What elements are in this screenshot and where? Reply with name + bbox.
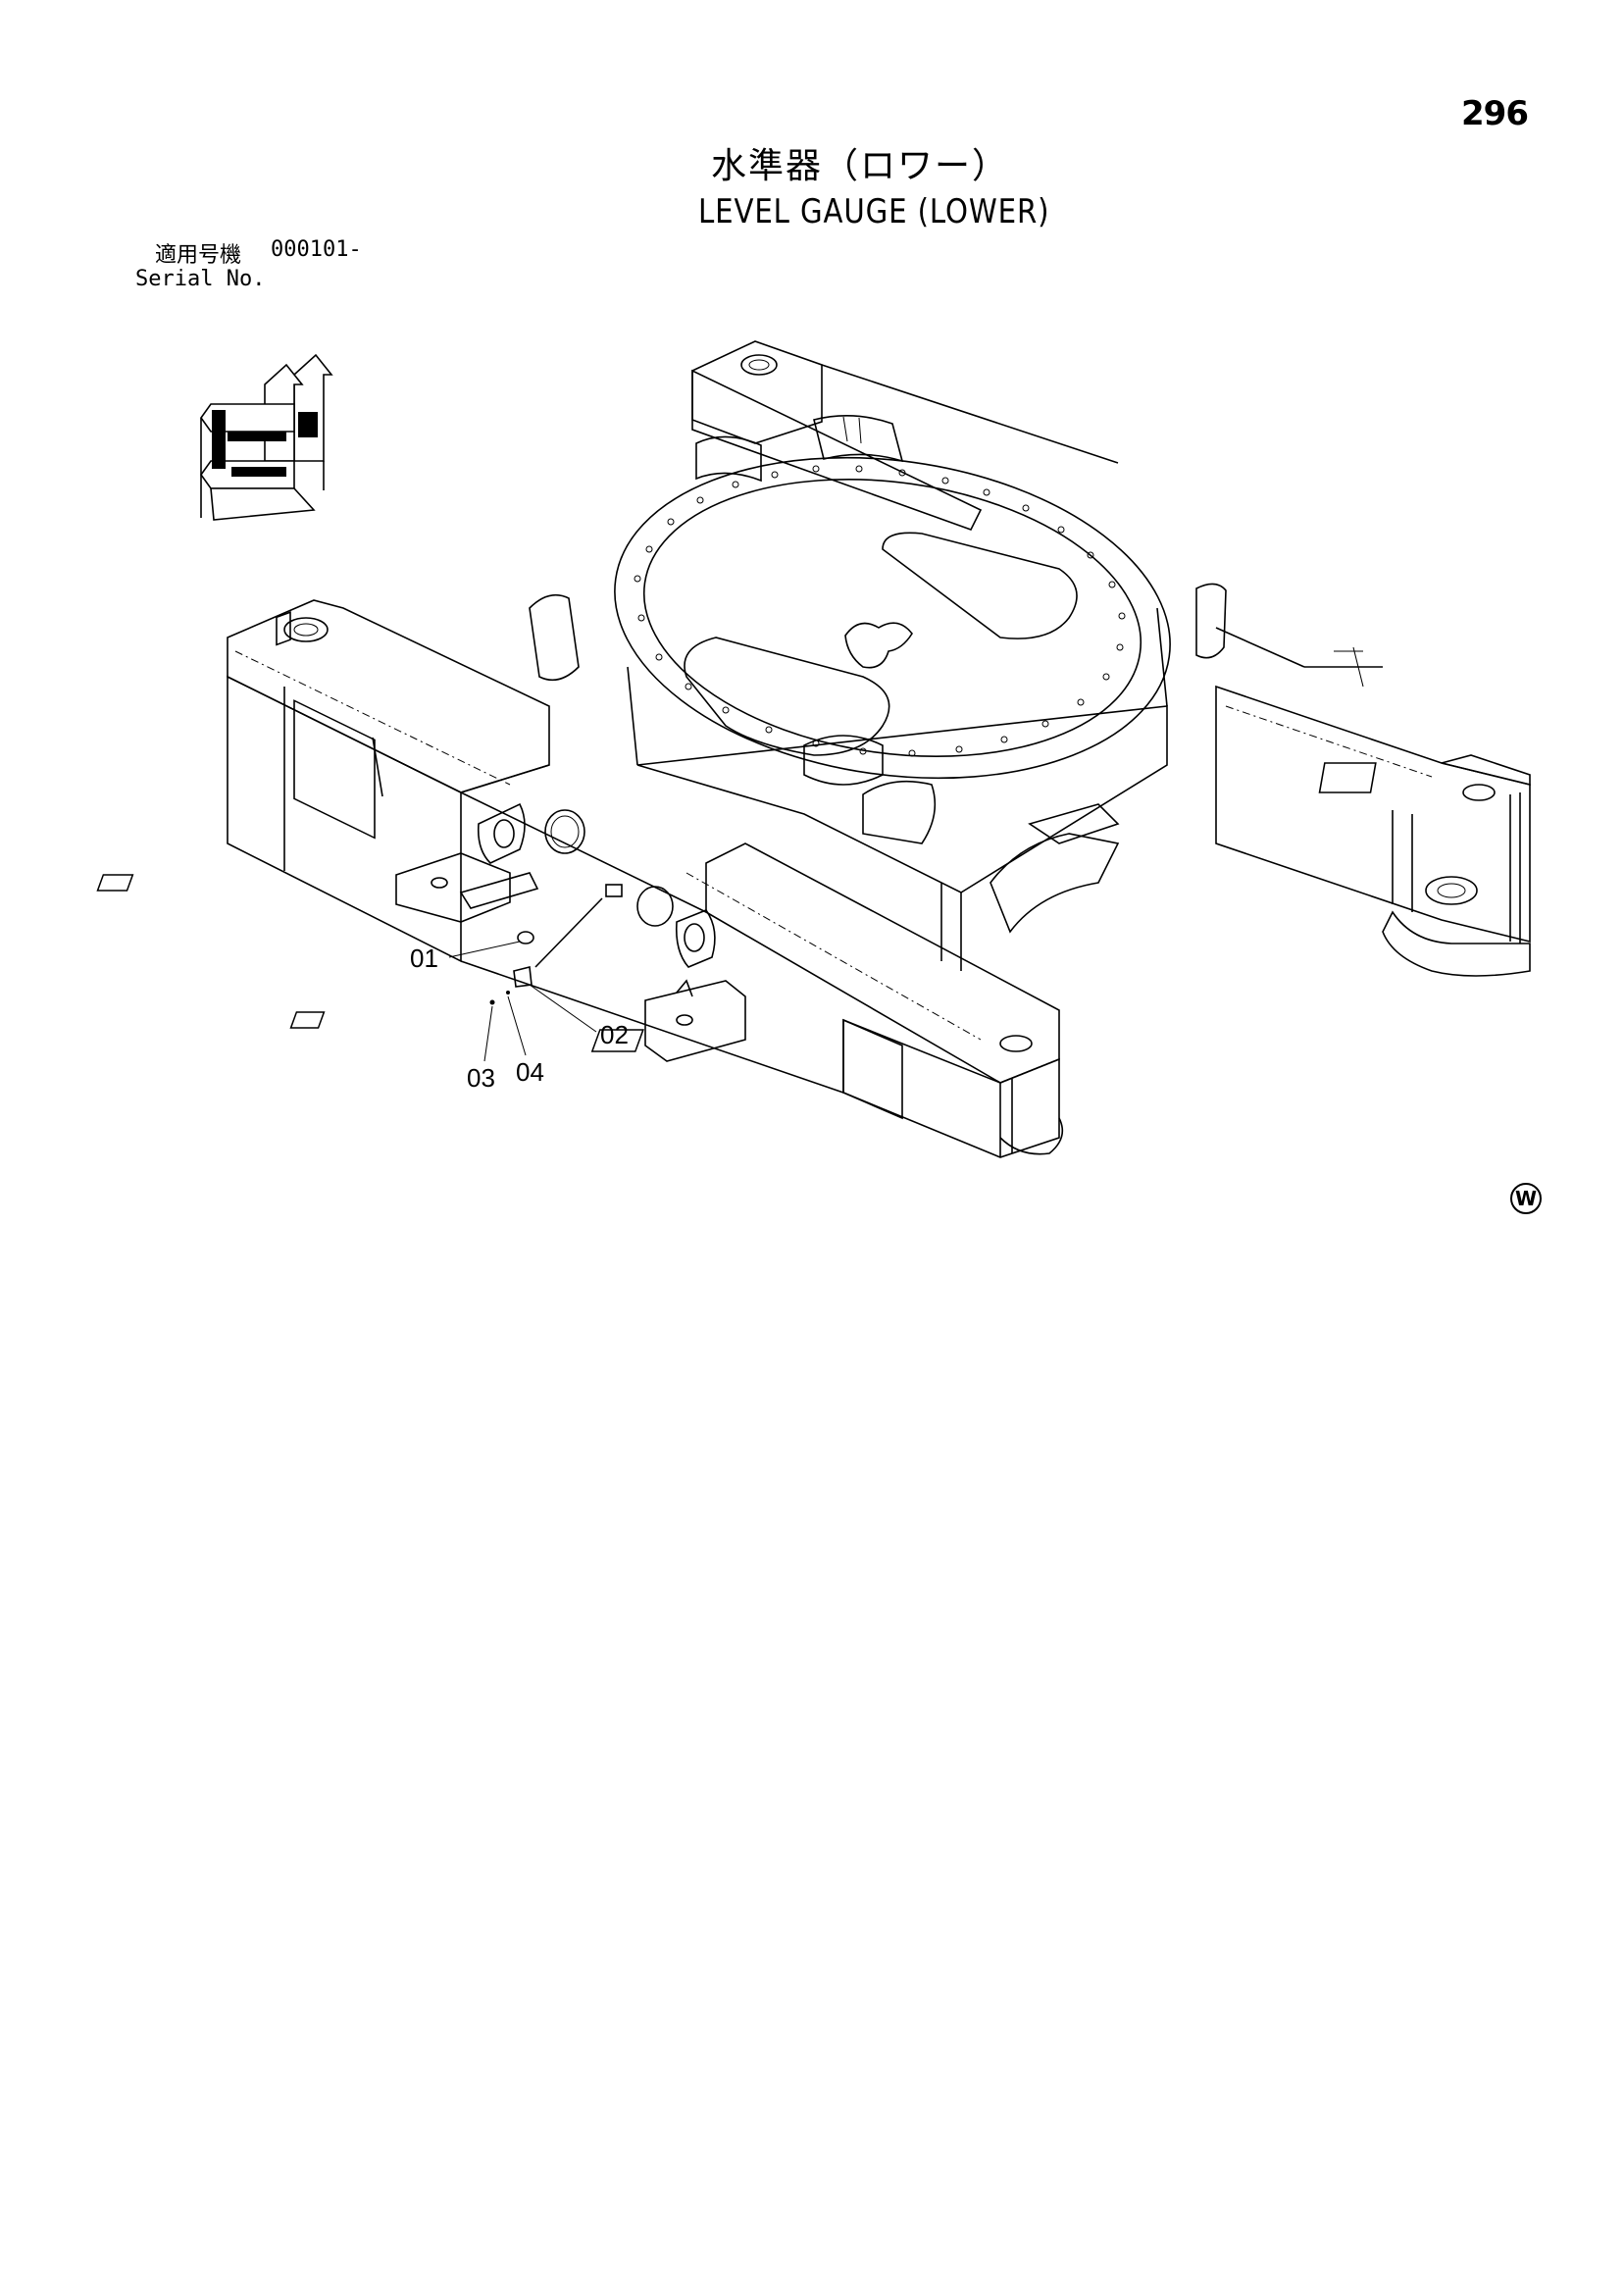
callout-01: 01 <box>410 944 438 973</box>
level-gauge-bracket <box>96 852 746 1062</box>
orientation-arrows-icon <box>200 353 333 521</box>
right-frame-arm <box>1215 627 1531 977</box>
screw <box>489 999 495 1005</box>
w-circle-icon: W <box>1510 1183 1542 1214</box>
page-title-english: LEVEL GAUGE (LOWER) <box>698 192 1050 231</box>
callout-02: 02 <box>600 1020 629 1049</box>
serial-code: 000101- <box>271 237 362 262</box>
serial-label-japanese: 適用号機 <box>155 243 242 268</box>
level-gauge-clip <box>513 966 533 988</box>
center-body <box>529 456 1227 971</box>
callout-04: 04 <box>516 1057 544 1087</box>
ring-bolt-holes <box>634 465 1126 757</box>
level-gauge <box>517 931 534 944</box>
page-number: 296 <box>1461 94 1529 133</box>
left-frame-arm <box>227 599 550 963</box>
rear-left-frame-arm <box>691 340 1119 531</box>
page-title-japanese: 水準器（ロワー） <box>711 146 1010 186</box>
callout-03: 03 <box>467 1063 495 1093</box>
serial-label-english: Serial No. <box>135 267 266 291</box>
side-lugs <box>477 802 716 968</box>
callout-leaders <box>448 941 597 1062</box>
